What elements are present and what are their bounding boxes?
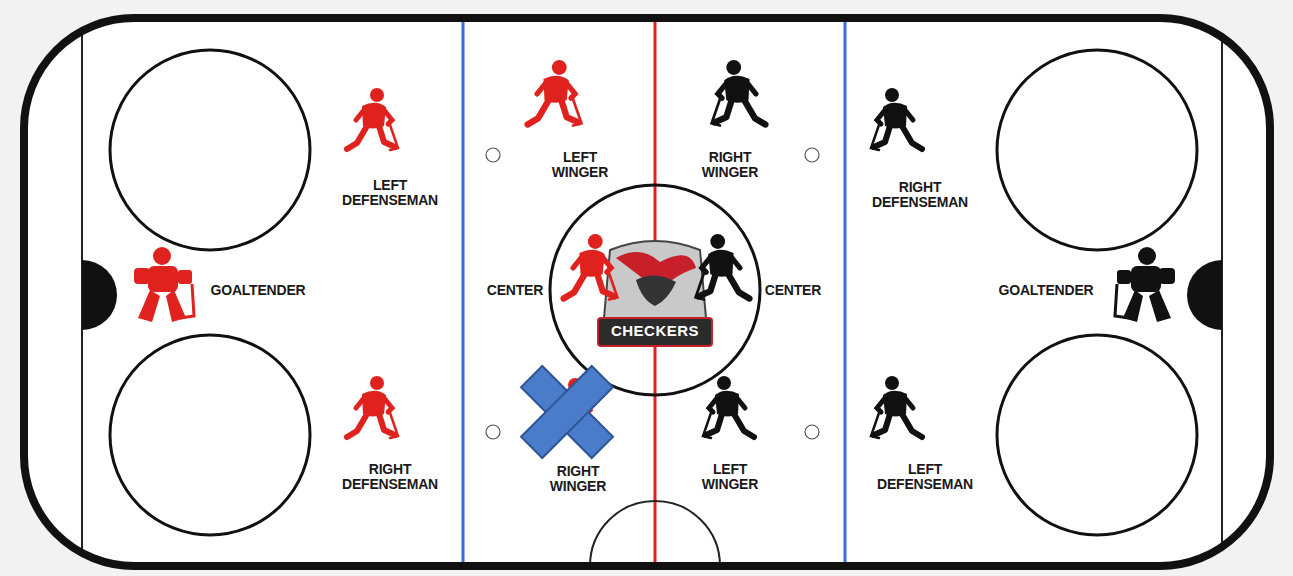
position-label: LEFT WINGER — [690, 462, 770, 493]
position-label: RIGHT WINGER — [690, 150, 770, 181]
cross-mark — [496, 341, 637, 482]
position-label: LEFT WINGER — [540, 150, 620, 181]
position-label: LEFT DEFENSEMAN — [335, 178, 445, 209]
position-label: RIGHT DEFENSEMAN — [335, 462, 445, 493]
position-label: RIGHT DEFENSEMAN — [865, 180, 975, 211]
logo-text: CHECKERS — [600, 323, 710, 340]
position-label: RIGHT WINGER — [538, 464, 618, 495]
position-label: CENTER — [758, 283, 828, 298]
position-label: GOALTENDER — [991, 283, 1101, 298]
position-label: LEFT DEFENSEMAN — [870, 462, 980, 493]
black-players — [696, 60, 1175, 438]
position-label: GOALTENDER — [198, 283, 318, 298]
position-label: CENTER — [480, 283, 550, 298]
